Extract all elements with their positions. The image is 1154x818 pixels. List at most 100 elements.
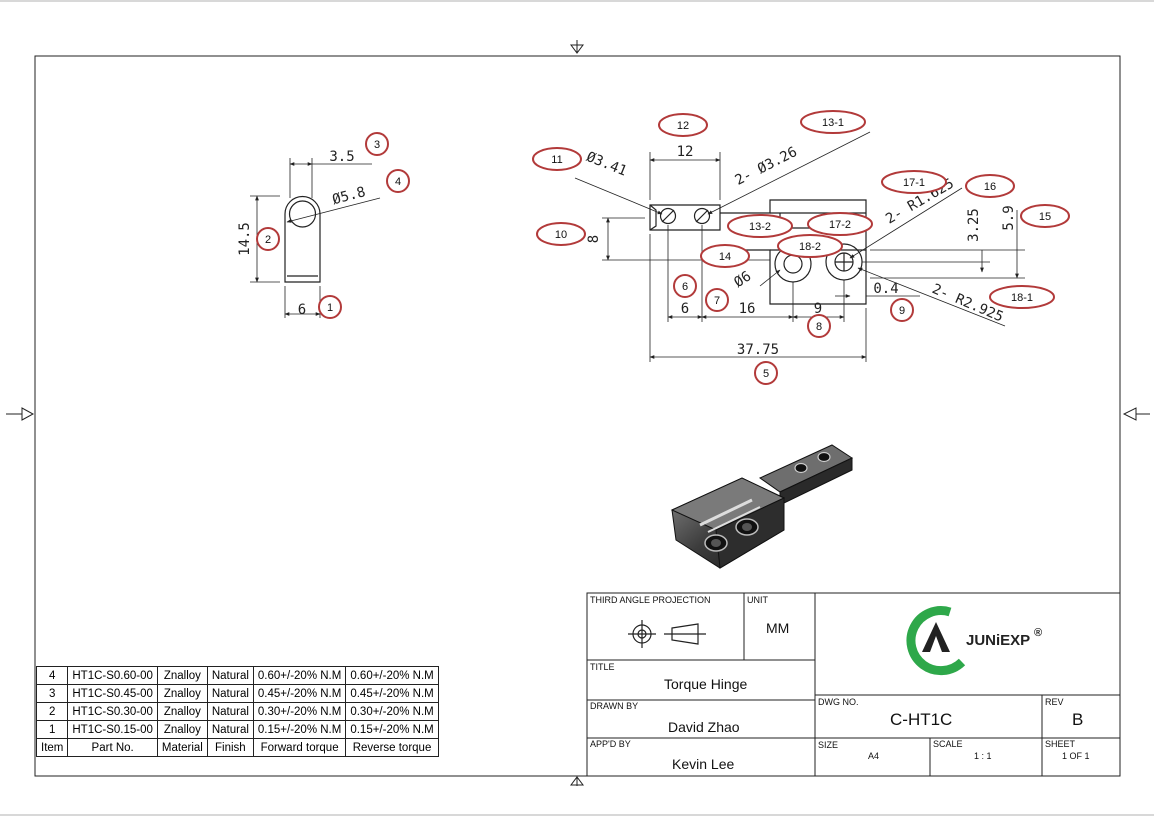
table-row: 2 HT1C-S0.30-00 Znalloy Natural 0.30+/-2… [35, 702, 439, 721]
balloon-16 [965, 174, 1015, 198]
balloon-8 [807, 314, 831, 338]
dim-14: Ø6 [731, 268, 754, 291]
balloon-label-10: 10 [555, 229, 567, 241]
header-reverse-torque: Reverse torque [345, 738, 439, 757]
parts-table: 4 HT1C-S0.60-00 Znalloy Natural 0.60+/-2… [35, 666, 439, 757]
balloon-17-2 [807, 212, 873, 236]
balloon-label-11: 11 [551, 154, 562, 166]
dim-10: 8 [586, 235, 602, 243]
balloon-label-3: 3 [374, 139, 380, 151]
unit-label: UNIT [747, 595, 768, 605]
body-hole-1-inner [783, 254, 803, 274]
rev-value: B [1072, 710, 1084, 729]
balloon-17-1 [881, 170, 947, 194]
cell-finish: Natural [206, 666, 254, 685]
cell-part-no: HT1C-S0.30-00 [67, 702, 158, 721]
balloon-label-12: 12 [677, 120, 689, 132]
balloon-13-1 [800, 110, 866, 134]
cell-material: Znalloy [156, 666, 208, 685]
size-value: A4 [868, 751, 880, 761]
title-label: TITLE [590, 662, 615, 672]
dim-5: 37.75 [737, 342, 779, 358]
side-view [284, 195, 321, 283]
balloon-10 [536, 222, 586, 246]
balloon-1 [318, 295, 342, 319]
centering-marks [6, 40, 1150, 786]
cell-reverse-torque: 0.45+/-20% N.M [345, 684, 439, 703]
side-view-dims [250, 158, 381, 318]
top-border-line [0, 0, 1154, 2]
balloon-4 [386, 169, 410, 193]
balloon-label-1: 1 [327, 302, 333, 314]
cell-item: 1 [35, 720, 69, 739]
cell-material: Znalloy [156, 702, 208, 721]
arm-hole-2 [693, 207, 711, 225]
dim-3: 3.5 [329, 149, 354, 165]
approved-by-label: APP'D BY [590, 739, 631, 749]
cell-reverse-torque: 0.60+/-20% N.M [345, 666, 439, 685]
rev-label: REV [1045, 697, 1064, 707]
balloon-label-17-1: 17-1 [903, 177, 925, 189]
balloon-3 [365, 132, 389, 156]
balloon-5 [754, 361, 778, 385]
dim-9: 0.4 [873, 281, 898, 297]
header-part-no: Part No. [67, 738, 158, 757]
header-finish: Finish [206, 738, 254, 757]
balloon-label-2: 2 [265, 234, 271, 246]
balloon-label-16: 16 [984, 181, 996, 193]
cell-finish: Natural [206, 720, 254, 739]
dim-2: 14.5 [237, 222, 253, 256]
table-row: 4 HT1C-S0.60-00 Znalloy Natural 0.60+/-2… [35, 666, 439, 685]
arm-hole-1 [659, 207, 677, 225]
logo-text: JUNiEXP [966, 632, 1030, 649]
balloon-label-4: 4 [395, 176, 401, 188]
scale-value: 1 : 1 [974, 751, 992, 761]
cell-reverse-torque: 0.15+/-20% N.M [345, 720, 439, 739]
balloon-label-13-2: 13-2 [749, 221, 771, 233]
balloon-label-7: 7 [714, 295, 720, 307]
drawn-by-label: DRAWN BY [590, 701, 639, 711]
approved-by-value: Kevin Lee [672, 756, 735, 772]
cell-item: 2 [35, 702, 69, 721]
balloon-7 [705, 288, 729, 312]
juniexp-logo [906, 606, 966, 676]
balloon-14 [700, 244, 750, 268]
balloons [256, 110, 1070, 385]
table-row: 1 HT1C-S0.15-00 Znalloy Natural 0.15+/-2… [35, 720, 439, 739]
dim-7: 16 [739, 301, 756, 317]
size-label: SIZE [818, 740, 839, 750]
dim-4: Ø5.8 [331, 184, 368, 208]
side-view-hole [288, 200, 317, 228]
balloon-13-2 [727, 214, 793, 238]
header-material: Material [156, 738, 208, 757]
cell-part-no: HT1C-S0.15-00 [67, 720, 158, 739]
cell-finish: Natural [206, 684, 254, 703]
cell-forward-torque: 0.45+/-20% N.M [252, 684, 347, 703]
dim-11: Ø3.41 [584, 149, 629, 180]
third-angle-projection-symbol [628, 620, 706, 648]
bottom-border-line [0, 814, 1154, 816]
dim-13: 2- Ø3.26 [733, 144, 800, 189]
balloon-label-18-1: 18-1 [1011, 292, 1033, 304]
logo-registered-mark: ® [1034, 627, 1042, 639]
balloon-label-5: 5 [763, 368, 769, 380]
balloon-18-2 [777, 234, 843, 258]
cell-finish: Natural [206, 702, 254, 721]
cell-part-no: HT1C-S0.60-00 [67, 666, 158, 685]
table-header-row: Item Part No. Material Finish Forward to… [35, 738, 439, 757]
table-row: 3 HT1C-S0.45-00 Znalloy Natural 0.45+/-2… [35, 684, 439, 703]
cell-item: 4 [35, 666, 69, 685]
header-item: Item [35, 738, 69, 757]
projection-label: THIRD ANGLE PROJECTION [590, 595, 711, 605]
balloon-label-18-2: 18-2 [799, 241, 821, 253]
balloon-11 [532, 147, 582, 171]
dwg-no-label: DWG NO. [818, 697, 859, 707]
balloon-label-8: 8 [816, 321, 822, 333]
title-value: Torque Hinge [664, 676, 748, 692]
top-view-dims [574, 131, 1025, 362]
cell-forward-torque: 0.60+/-20% N.M [252, 666, 347, 685]
cell-reverse-torque: 0.30+/-20% N.M [345, 702, 439, 721]
balloon-label-13-1: 13-1 [822, 117, 844, 129]
balloon-label-9: 9 [899, 305, 905, 317]
